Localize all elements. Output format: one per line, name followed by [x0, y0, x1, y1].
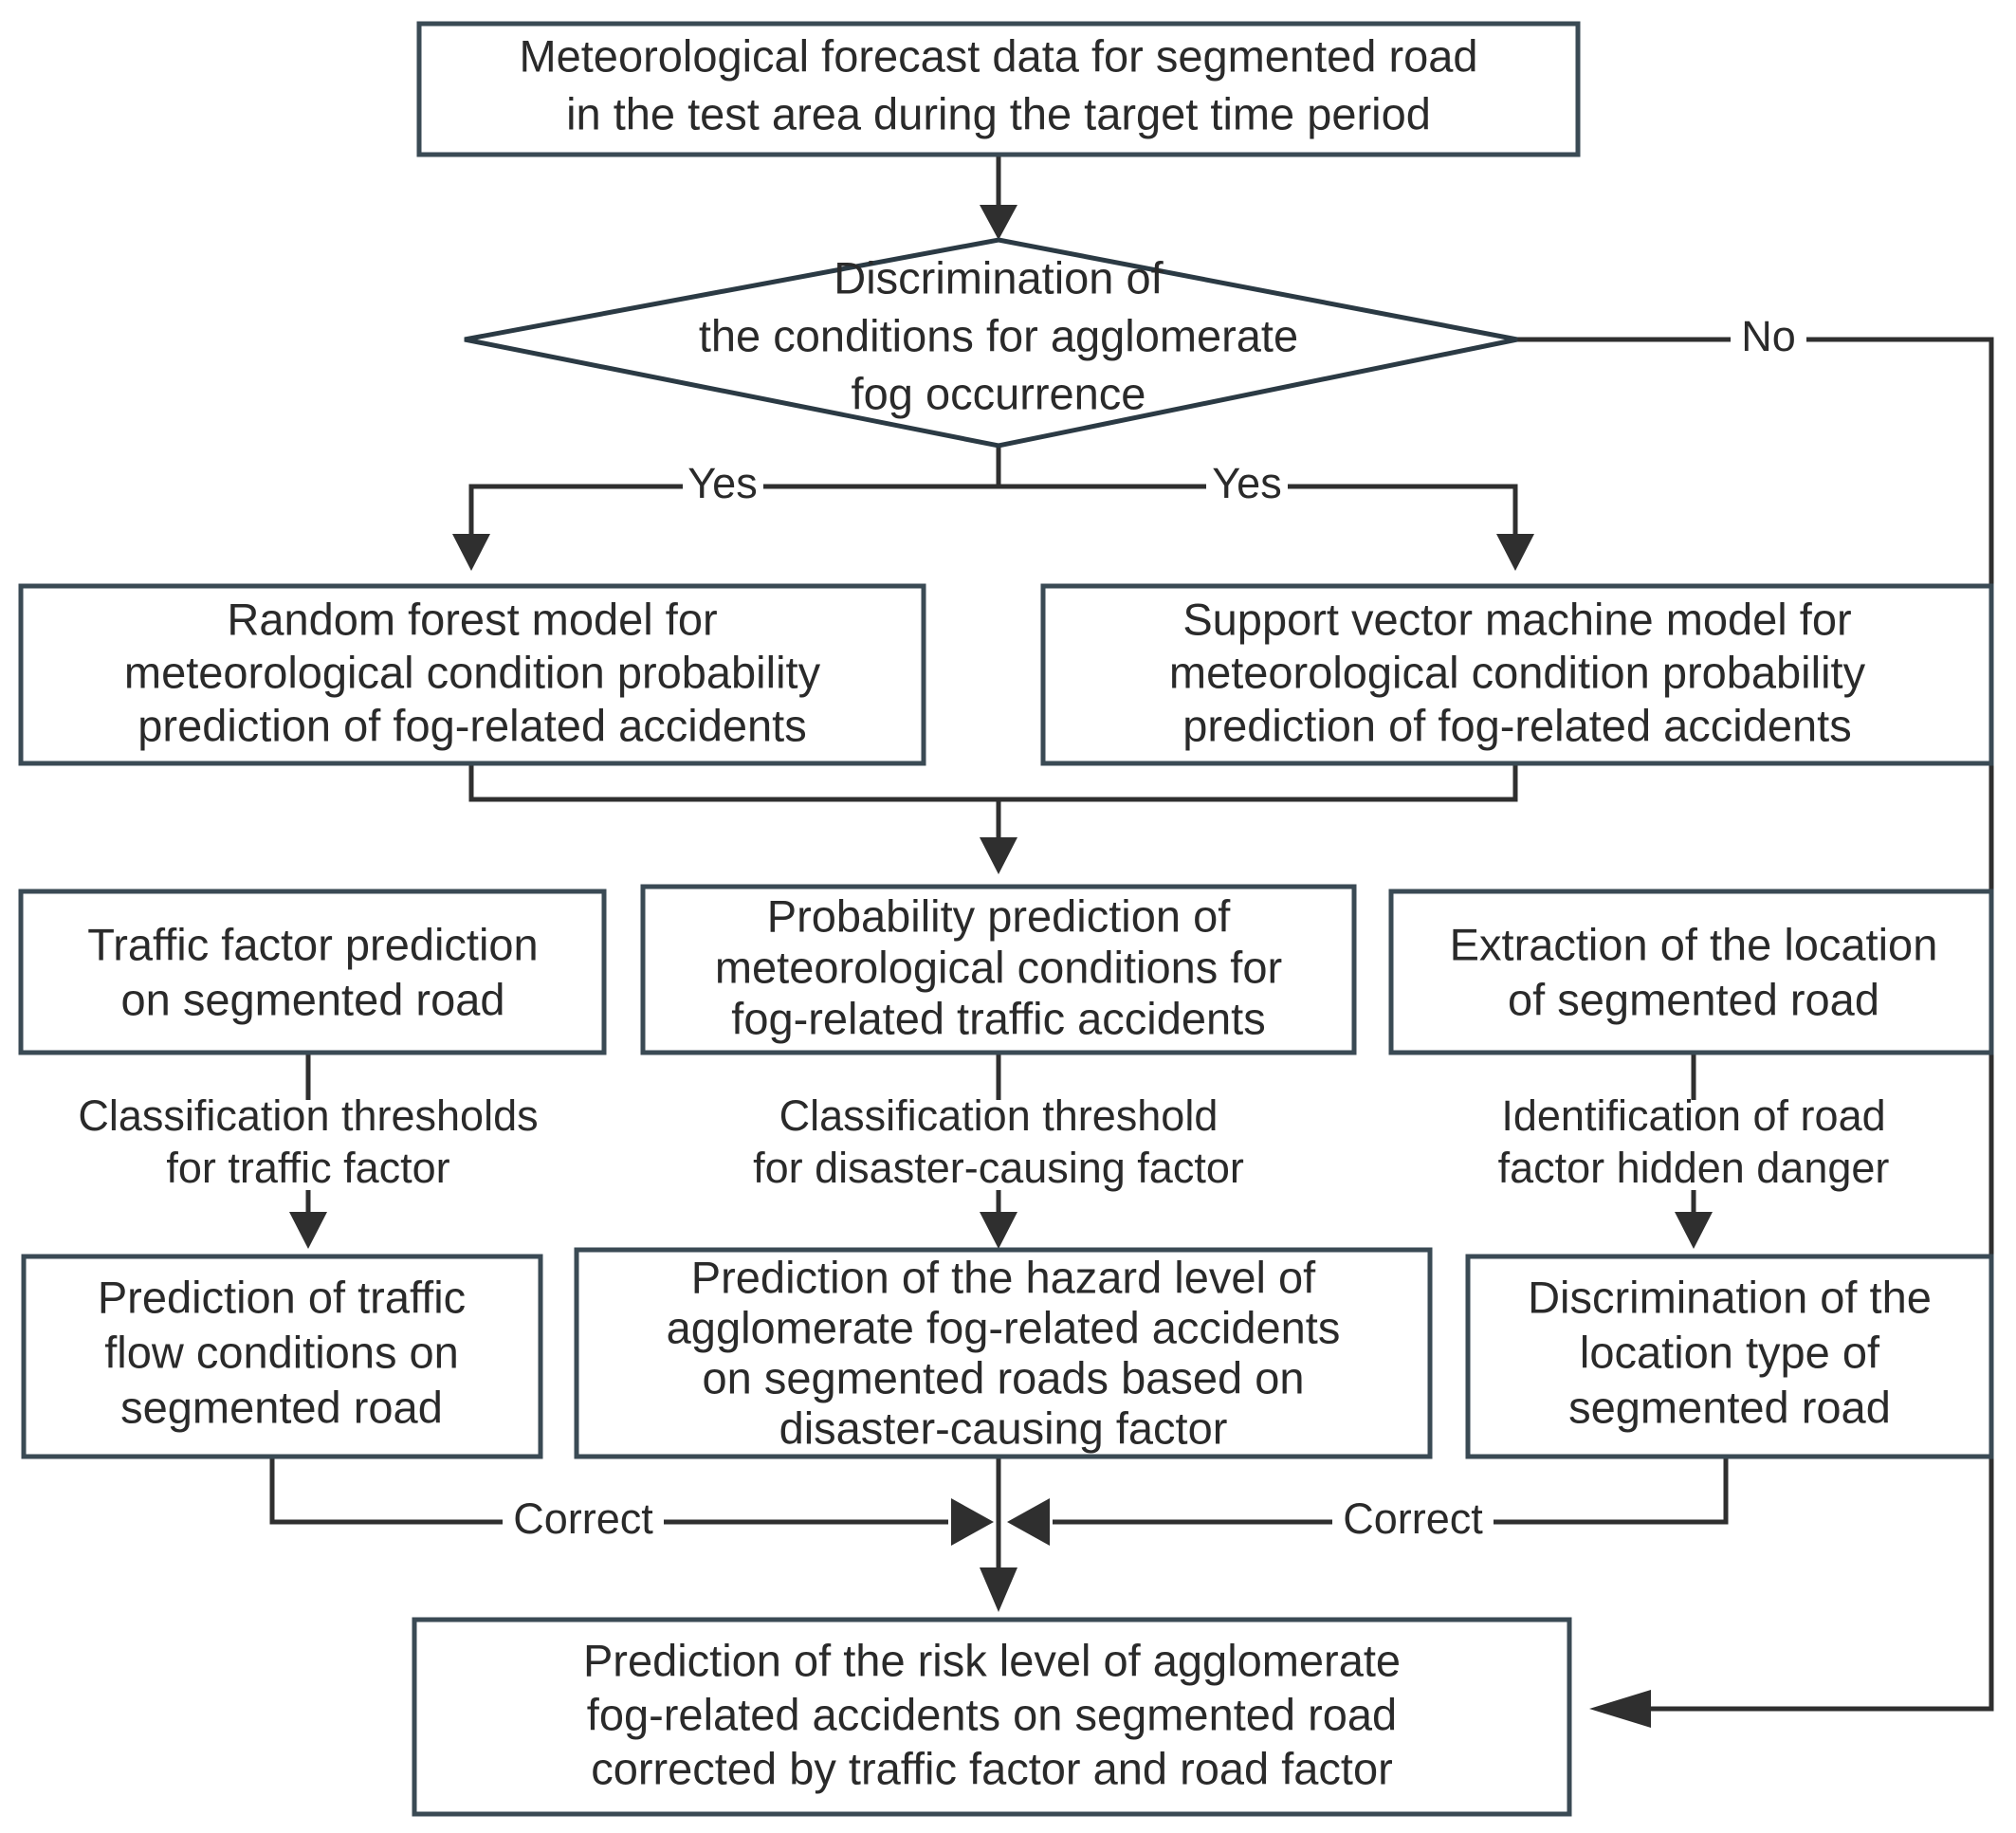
node-location-extraction-line-2: of segmented road: [1508, 974, 1879, 1024]
node-svm: [1040, 583, 1994, 766]
node-hazard-level-line-1: Prediction of the hazard level of: [691, 1252, 1316, 1302]
connector-rf-merge: [468, 763, 999, 802]
connector-correct-right-a: [1494, 1457, 1729, 1525]
node-probability-prediction-line-3: fog-related traffic accidents: [731, 993, 1265, 1043]
edge-label-traffic-threshold-line-2: for traffic factor: [166, 1144, 449, 1192]
arrowhead-road-hidden-danger: [1675, 1212, 1713, 1249]
connector-yes-right-h2: [1288, 484, 1518, 541]
node-random-forest-line-1: Random forest model for: [227, 594, 717, 644]
node-input-data-line-2: in the test area during the target time …: [566, 88, 1431, 138]
node-traffic-flow-prediction-line-2: flow conditions on: [104, 1327, 459, 1377]
connector-correct-left-a: [269, 1457, 503, 1525]
node-risk-level-line-3: corrected by traffic factor and road fac…: [591, 1743, 1393, 1793]
node-risk-level-prediction: [412, 1617, 1572, 1817]
arrowhead-no-to-risk: [1589, 1690, 1651, 1728]
node-hazard-level-line-3: on segmented roads based on: [703, 1352, 1305, 1402]
node-svm-line-2: meteorological condition probability: [1169, 647, 1866, 697]
arrowhead-yes-right: [1496, 534, 1534, 571]
node-location-type-line-3: segmented road: [1568, 1382, 1891, 1432]
node-hazard-level-line-2: agglomerate fog-related accidents: [667, 1302, 1341, 1352]
node-hazard-level-line-4: disaster-causing factor: [779, 1402, 1228, 1453]
node-location-extraction-line-1: Extraction of the location: [1450, 919, 1938, 969]
node-decision-line-1: Discrimination of: [834, 252, 1164, 302]
node-hazard-level-prediction: [574, 1247, 1433, 1459]
connector-yes-left-h2: [468, 484, 683, 541]
node-input-data: [416, 21, 1581, 157]
edge-label-yes-left: Yes: [687, 459, 757, 507]
edge-label-disaster-threshold-line-2: for disaster-causing factor: [753, 1144, 1244, 1192]
edge-label-traffic-threshold-line-1: Classification thresholds: [78, 1091, 538, 1140]
arrowhead-hazard-to-risk: [980, 1567, 1017, 1612]
edge-label-road-hidden-danger-line-1: Identification of road: [1501, 1091, 1885, 1140]
arrowhead-disaster-threshold: [980, 1212, 1017, 1249]
node-decision: [464, 237, 1518, 449]
node-svm-line-1: Support vector machine model for: [1182, 594, 1851, 644]
arrowhead-yes-left: [452, 534, 490, 571]
node-location-type-discrimination: [1465, 1254, 1994, 1459]
node-location-type-line-2: location type of: [1580, 1327, 1880, 1377]
node-probability-prediction-line-1: Probability prediction of: [767, 890, 1231, 941]
node-probability-prediction-line-2: meteorological conditions for: [715, 942, 1282, 992]
node-svm-line-3: prediction of fog-related accidents: [1182, 700, 1851, 750]
arrowhead-correct-left: [951, 1498, 994, 1546]
node-risk-level-line-2: fog-related accidents on segmented road: [587, 1689, 1397, 1739]
node-traffic-factor-line-1: Traffic factor prediction: [87, 919, 538, 969]
connector-svm-merge: [999, 763, 1518, 802]
node-random-forest-line-3: prediction of fog-related accidents: [137, 700, 806, 750]
node-decision-line-3: fog occurrence: [852, 368, 1146, 418]
node-traffic-flow-prediction: [21, 1254, 543, 1459]
node-probability-prediction: [640, 884, 1357, 1055]
node-location-type-line-1: Discrimination of the: [1528, 1272, 1932, 1322]
node-traffic-factor-line-2: on segmented road: [120, 974, 504, 1024]
arrowhead-traffic-threshold: [289, 1212, 327, 1249]
node-traffic-factor: [18, 889, 607, 1055]
edge-label-correct-right: Correct: [1343, 1494, 1483, 1543]
node-random-forest-line-2: meteorological condition probability: [124, 647, 821, 697]
edge-label-no: No: [1741, 312, 1796, 360]
arrowhead-correct-right: [1007, 1498, 1050, 1546]
node-traffic-flow-prediction-line-3: segmented road: [120, 1382, 443, 1432]
arrowhead-merge-to-probability: [980, 837, 1017, 874]
edge-label-yes-right: Yes: [1212, 459, 1281, 507]
node-traffic-flow-prediction-line-1: Prediction of traffic: [98, 1272, 466, 1322]
edge-label-road-hidden-danger-line-2: factor hidden danger: [1498, 1144, 1890, 1192]
node-risk-level-line-1: Prediction of the risk level of agglomer…: [583, 1635, 1401, 1685]
node-random-forest: [18, 583, 926, 766]
node-location-extraction: [1388, 889, 1994, 1055]
node-decision-line-2: the conditions for agglomerate: [699, 310, 1298, 360]
edge-label-disaster-threshold-line-1: Classification threshold: [779, 1091, 1219, 1140]
edge-label-correct-left: Correct: [513, 1494, 653, 1543]
node-input-data-line-1: Meteorological forecast data for segment…: [519, 30, 1477, 81]
arrowhead-input-to-decision: [980, 205, 1017, 240]
